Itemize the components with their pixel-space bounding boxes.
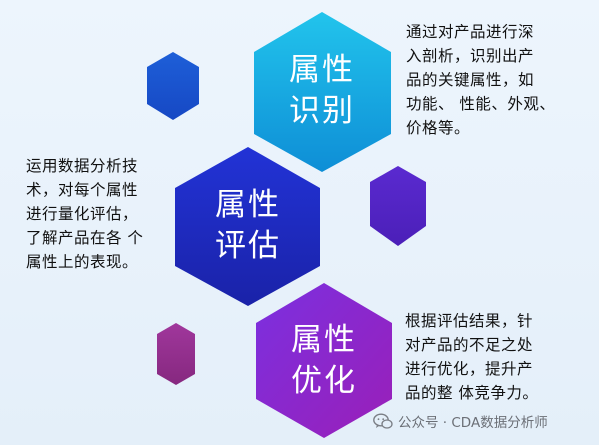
accent-hexagon-magenta xyxy=(157,323,195,385)
hexagon-optimize-label: 属性 优化 xyxy=(254,320,394,402)
hexagon-attribute-evaluate xyxy=(175,147,320,306)
accent-hexagon-purple xyxy=(370,166,426,246)
evaluate-description: 运用数据分析技 术，对每个属性 进行量化评估， 了解产品在各 个 属性上的表现。 xyxy=(26,157,144,271)
identify-description: 通过对产品进行深 入剖析，识别出产 品的关键属性，如 功能、 性能、外观、 价格… xyxy=(406,23,556,137)
hexagon-identify-label-line1: 属性 xyxy=(289,52,355,88)
hexagon-evaluate-label-line1: 属性 xyxy=(215,187,281,223)
optimize-description: 根据评估结果，针 对产品的不足之处 进行优化，提升产 品的整 体竞争力。 xyxy=(405,312,539,402)
hexagon-identify-label-line2: 识别 xyxy=(289,93,355,129)
accent-hexagon-blue xyxy=(147,52,199,120)
watermark-text: 公众号 · CDA数据分析师 xyxy=(398,415,548,431)
hexagon-evaluate-label: 属性 评估 xyxy=(178,185,318,267)
hexagon-evaluate-label-line2: 评估 xyxy=(215,228,281,264)
watermark: 公众号 · CDA数据分析师 xyxy=(373,410,548,432)
wechat-icon xyxy=(373,412,393,429)
hexagon-optimize-label-line1: 属性 xyxy=(291,322,357,358)
hexagon-identify-label: 属性 识别 xyxy=(252,50,392,132)
hexagon-optimize-label-line2: 优化 xyxy=(291,363,357,399)
hexagon-attribute-optimize xyxy=(256,283,392,438)
hexagon-attribute-identify xyxy=(254,12,391,172)
